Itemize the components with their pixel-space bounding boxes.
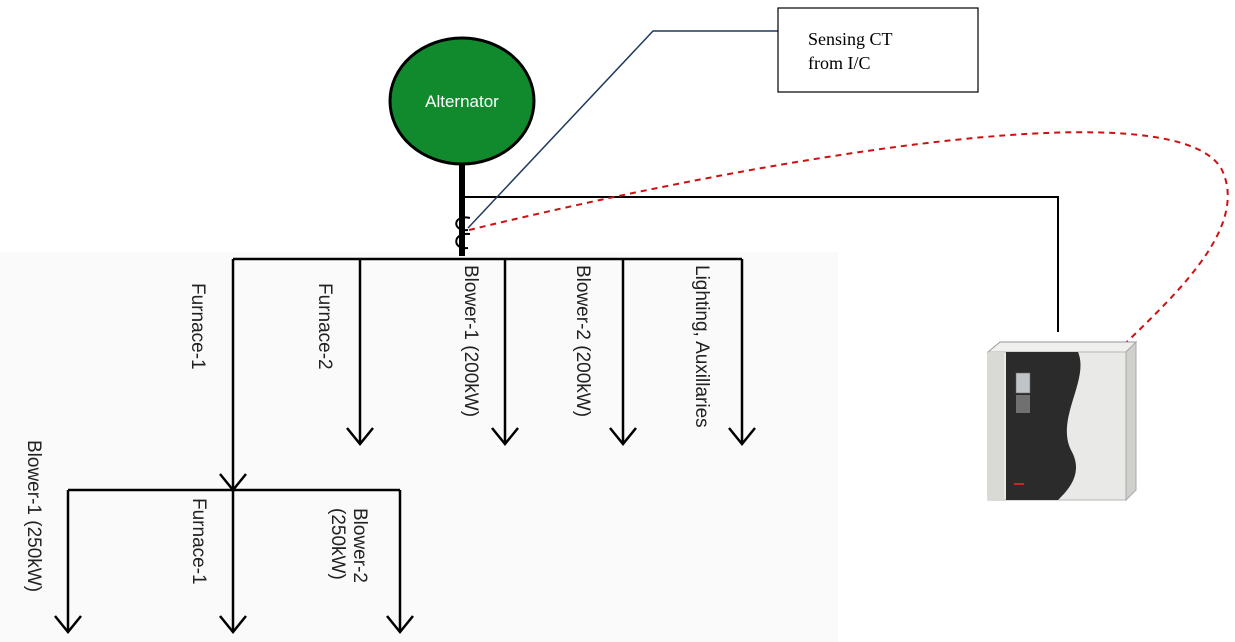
sub-feeder-arrows [54,615,414,634]
feeder-labels: Furnace-1 Furnace-2 Blower-1 (200kW) Blo… [187,265,712,428]
sub-feeder-label-furnace-1: Furnace-1 [188,498,209,585]
arrow-icon [54,615,82,634]
cabinet-left-edge [988,352,1004,500]
supply-line [462,196,1059,332]
sub-feeder-lines [66,490,402,632]
callout-leader-line [467,30,778,229]
cabinet-top [986,341,1138,353]
feeder-label-furnace-1: Furnace-1 [187,283,208,370]
arrow-icon [346,427,374,446]
feeder-label-blower-2: Blower-2 (200kW) [572,265,593,417]
arrow-icon [728,427,756,446]
sensing-ct-callout: Sensing CT from I/C [777,7,979,93]
feeder-label-blower-1: Blower-1 (200kW) [460,265,481,417]
arrow-icon [219,615,247,634]
alternator-node[interactable]: Alternator [388,36,536,166]
arrow-icon [386,615,414,634]
feeder-label-lighting: Lighting, Auxillaries [691,265,712,428]
feeder-label-furnace-2: Furnace-2 [314,283,335,370]
current-transformer-icon [455,216,471,250]
callout-box [777,7,979,93]
signal-link [468,131,1229,361]
alternator-label: Alternator [425,92,499,111]
drive-cabinet[interactable] [986,340,1138,502]
callout-line2: from I/C [808,53,871,73]
arrow-icon [491,427,519,446]
keypad-icon [1016,395,1030,413]
sub-feeder-label-blower-2-line2: (250kW) [327,508,348,580]
display-screen-icon [1015,372,1031,394]
load-panel-background [0,252,838,642]
sub-feeder-label-blower-2-line1: Blower-2 [349,508,370,583]
sub-feeder-label-blower-1: Blower-1 (250kW) [23,440,44,592]
cabinet-side [1125,340,1137,502]
callout-line1: Sensing CT [808,29,893,49]
sub-feeder-labels: Blower-1 (250kW) Furnace-1 Blower-2 (250… [23,440,370,592]
feeder-lines [231,259,744,490]
arrow-icon [609,427,637,446]
feeder-arrows [219,427,756,492]
brand-logo [1014,483,1024,485]
